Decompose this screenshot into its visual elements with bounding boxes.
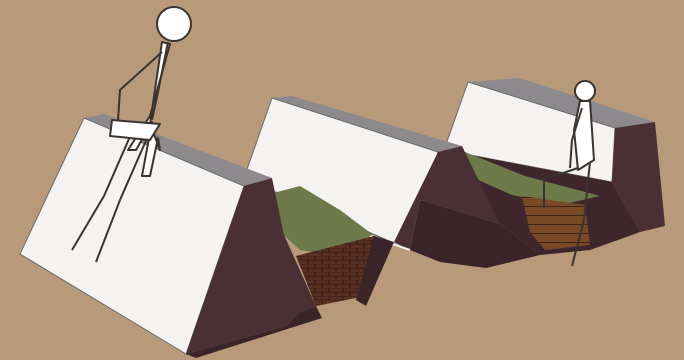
figure-sitting-thigh [110,120,160,140]
figure-standing-head [575,81,595,101]
figure-standing-body [574,101,594,170]
figure-sitting-head [157,7,191,41]
